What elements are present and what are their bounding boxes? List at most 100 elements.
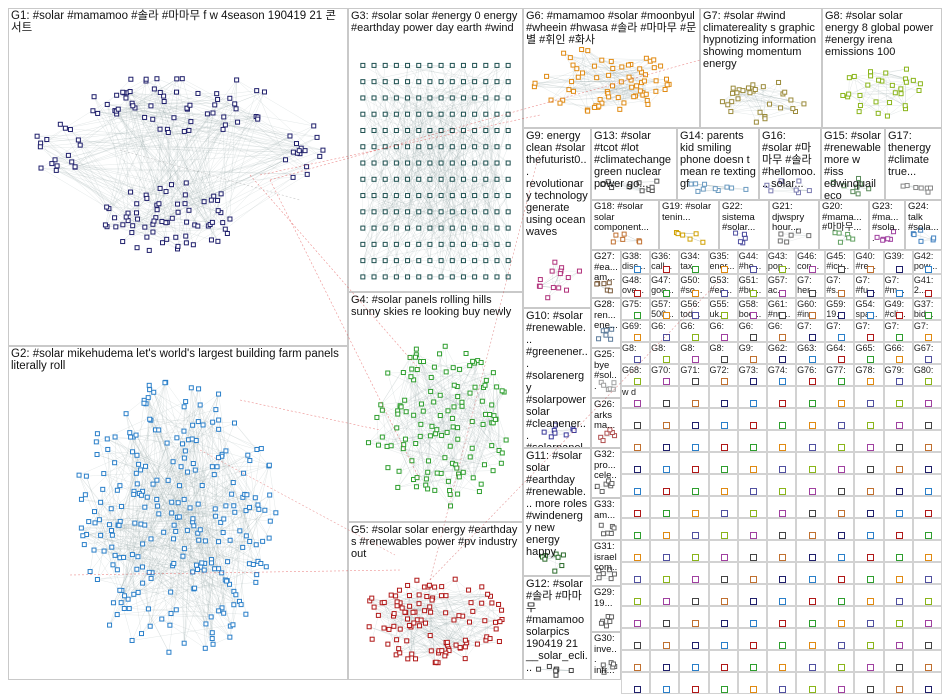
node — [734, 231, 738, 235]
node — [426, 470, 430, 474]
node — [196, 502, 200, 506]
node — [403, 437, 407, 441]
small-group-cell — [884, 386, 913, 408]
edge — [363, 82, 397, 196]
node — [423, 609, 427, 613]
node — [779, 400, 786, 407]
node — [417, 128, 421, 132]
small-group-cell: G59: 19... — [825, 298, 854, 320]
node — [654, 79, 658, 83]
node — [896, 356, 903, 363]
node — [434, 432, 438, 436]
node — [602, 532, 606, 536]
node — [428, 259, 432, 263]
node — [417, 210, 421, 214]
group-panel-G19: G19: #solar tenin... — [659, 200, 719, 250]
node — [160, 220, 164, 224]
small-group-cell — [709, 606, 738, 628]
small-group-cell: G7: her... — [796, 274, 825, 298]
small-group-cell — [679, 452, 708, 474]
node — [558, 101, 562, 105]
node — [721, 664, 728, 671]
small-group-label: G68: — [622, 365, 642, 375]
node — [201, 423, 205, 427]
node — [444, 594, 448, 598]
small-group-label: G8: — [622, 343, 637, 353]
node — [491, 371, 495, 375]
node — [149, 104, 153, 108]
node — [223, 227, 227, 231]
node — [750, 400, 757, 407]
node — [217, 427, 221, 431]
small-group-cell — [767, 628, 796, 650]
node — [692, 598, 699, 605]
node — [692, 290, 699, 297]
node — [139, 468, 143, 472]
node — [427, 583, 431, 587]
node — [655, 179, 659, 183]
node — [750, 312, 757, 319]
node — [490, 601, 494, 605]
node — [174, 235, 178, 239]
small-group-cell: G7: #s... — [825, 274, 854, 298]
node — [802, 102, 806, 106]
node — [372, 161, 376, 165]
node — [456, 395, 460, 399]
group-network-G3 — [349, 9, 522, 291]
node — [473, 194, 477, 198]
small-group-label: G63: — [797, 343, 817, 353]
node — [607, 281, 611, 285]
edge — [56, 170, 156, 217]
node — [867, 187, 871, 191]
node — [192, 524, 196, 528]
node — [665, 83, 669, 87]
node — [180, 77, 184, 81]
node — [484, 259, 488, 263]
node — [450, 96, 454, 100]
small-group-cell: G40: #re... — [854, 250, 883, 274]
small-group-cell — [825, 518, 854, 540]
node — [148, 388, 152, 392]
node — [809, 642, 816, 649]
node — [259, 447, 263, 451]
node — [143, 115, 147, 119]
small-group-cell — [679, 584, 708, 606]
node — [497, 640, 501, 644]
node — [175, 77, 179, 81]
node — [182, 641, 186, 645]
node — [925, 510, 932, 517]
node — [495, 275, 499, 279]
node — [809, 554, 816, 561]
node — [170, 511, 174, 515]
node — [435, 471, 439, 475]
group-panel-G6: G6: #mamamoo #solar #moonbyul #wheein #h… — [523, 8, 700, 128]
small-group-cell — [796, 408, 825, 430]
node — [236, 120, 240, 124]
node — [847, 92, 851, 96]
node — [809, 444, 816, 451]
small-group-cell — [767, 540, 796, 562]
node — [557, 286, 561, 290]
node — [506, 194, 510, 198]
node — [721, 422, 728, 429]
node — [128, 431, 132, 435]
node — [663, 576, 670, 583]
node — [38, 145, 42, 149]
node — [663, 488, 670, 495]
small-group-cell — [679, 606, 708, 628]
node — [495, 145, 499, 149]
node — [438, 352, 442, 356]
node — [838, 290, 845, 297]
node — [122, 606, 126, 610]
node — [439, 275, 443, 279]
small-group-cell — [738, 540, 767, 562]
node — [190, 437, 194, 441]
node — [473, 128, 477, 132]
node — [134, 211, 138, 215]
node — [495, 259, 499, 263]
node — [461, 226, 465, 230]
node — [432, 400, 436, 404]
node — [925, 686, 932, 693]
node — [612, 381, 616, 385]
node — [130, 638, 134, 642]
